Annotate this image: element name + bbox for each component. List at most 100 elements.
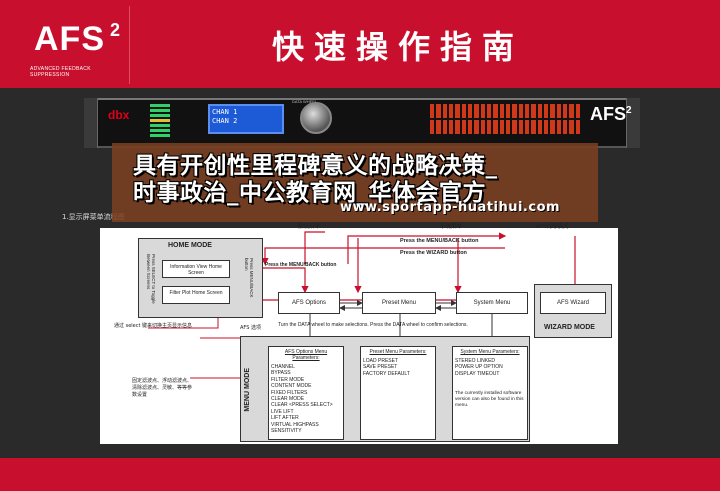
preset-param-item: FACTORY DEFAULT xyxy=(363,370,410,377)
afs-options-cn: AFS 选项 xyxy=(240,325,261,331)
note-select-cn: 通过 select 键来切换主页显示信息 xyxy=(114,323,193,329)
note-filter-cn: 固定滤波点、浮动滤波点、清除滤波点、灵敏、等等参数设置 xyxy=(132,378,193,398)
filter-led xyxy=(474,120,479,134)
watermark-url: www.sportapp-huatihui.com xyxy=(340,200,561,215)
lcd-line-2: CHAN 2 xyxy=(212,117,238,125)
afs-param-item: FIXED FILTERS xyxy=(271,389,308,396)
press-menu-back-vertical: Press MENU/BACK button xyxy=(244,258,254,298)
system-params-title: System Menu Parameters: xyxy=(460,349,520,355)
filter-led xyxy=(575,120,580,134)
turn-data-note: Turn the DATA wheel to make selections. … xyxy=(278,322,468,328)
system-param-item: POWER UP OPTION xyxy=(455,364,503,371)
filter-led xyxy=(461,120,466,134)
afs-param-item: LIFT AFTER xyxy=(271,415,299,422)
filter-led xyxy=(556,104,561,118)
data-wheel-knob[interactable] xyxy=(300,102,332,134)
system-note: The currently installed software version… xyxy=(455,391,524,409)
filter-led xyxy=(499,104,504,118)
filter-led xyxy=(569,120,574,134)
filter-led xyxy=(493,120,498,134)
filter-led xyxy=(430,104,435,118)
filter-led xyxy=(480,104,485,118)
arrow-menu-back-top xyxy=(347,232,507,264)
afs-param-item: VIRTUAL HIGHPASS xyxy=(271,421,319,428)
home-mode-box xyxy=(138,238,263,318)
preset-params-title: Preset Menu Parameters: xyxy=(369,349,427,355)
filter-led xyxy=(487,120,492,134)
afs-param-item: CONTENT MODE xyxy=(271,383,312,390)
watermark-line-1: 具有开创性里程碑意义的战略决策_ xyxy=(133,153,498,179)
afs-params-title: AFS Options Menu Parameters: xyxy=(284,349,328,361)
preset-param-item: LOAD PRESET xyxy=(363,358,399,364)
filter-led xyxy=(550,120,555,134)
filter-led xyxy=(537,120,542,134)
device-model-sup: 2 xyxy=(626,105,632,116)
menu-flow-diagram: 预设菜单 系统菜单 AFS向导模式 Press the MENU/BACK bu… xyxy=(100,224,618,444)
system-menu-button[interactable]: System Menu xyxy=(456,292,528,314)
afs-param-item: FILTER MODE xyxy=(271,376,305,383)
filter-led xyxy=(518,120,523,134)
afs-param-item: CHANNEL xyxy=(271,364,295,370)
filter-led xyxy=(442,104,447,118)
filter-led xyxy=(493,104,498,118)
filter-led xyxy=(480,120,485,134)
afs2-logo: AFS 2 ADVANCED FEEDBACK SUPPRESSION xyxy=(22,6,130,84)
filter-led xyxy=(474,104,479,118)
filter-led xyxy=(544,120,549,134)
filter-led xyxy=(455,120,460,134)
filter-led xyxy=(436,104,441,118)
filter-led xyxy=(550,104,555,118)
lcd-line-1: CHAN 1 xyxy=(212,108,238,116)
device-brand: dbx xyxy=(108,108,130,122)
afs-wizard-button[interactable]: AFS Wizard xyxy=(540,292,606,314)
filter-plot-box[interactable]: Filter Plot Home Screen xyxy=(162,286,230,304)
watermark-overlay xyxy=(112,143,598,222)
label-press-menu-back-inner: Press the MENU/BACK button xyxy=(265,262,337,268)
info-view-box[interactable]: Information View Home Screen xyxy=(162,260,230,278)
afs-param-item: CLEAR <PRESS SELECT> xyxy=(271,402,333,409)
logo-text: AFS xyxy=(34,20,105,58)
filter-led xyxy=(525,104,530,118)
filter-led xyxy=(531,104,536,118)
filter-led xyxy=(518,104,523,118)
filter-led xyxy=(499,120,504,134)
afs-param-item: LIVE LIFT xyxy=(271,408,294,415)
rack-ear-right xyxy=(626,98,640,148)
filter-led xyxy=(461,104,466,118)
section-label: 1.显示屏菜单流程图 xyxy=(62,213,125,221)
wizard-mode-title: WIZARD MODE xyxy=(544,324,595,331)
filter-led xyxy=(575,104,580,118)
filter-led xyxy=(563,104,568,118)
preset-menu-button[interactable]: Preset Menu xyxy=(362,292,436,314)
filter-led xyxy=(531,120,536,134)
lcd-text: CHAN 1 CHAN 2 xyxy=(212,108,237,126)
filter-led xyxy=(506,104,511,118)
filter-led xyxy=(487,104,492,118)
filter-led xyxy=(563,120,568,134)
arrow-home-to-afs xyxy=(260,267,309,294)
arrow-top-left xyxy=(304,231,325,264)
logo-superscript: 2 xyxy=(110,20,121,40)
label-press-menu-back: Press the MENU/BACK button xyxy=(400,238,479,244)
label-preset-cn: 预设菜单 xyxy=(298,224,321,230)
filter-led xyxy=(544,104,549,118)
system-param-item: STEREO LINKED xyxy=(455,358,496,364)
watermark-line-2: 时事政治_中公教育网_华体会官方 xyxy=(133,180,486,206)
filter-led xyxy=(455,104,460,118)
afs-param-item: CLEAR MODE xyxy=(271,396,305,403)
afs-options-button[interactable]: AFS Options xyxy=(278,292,340,314)
footer-bar xyxy=(0,458,720,491)
filter-led xyxy=(569,104,574,118)
page-title: 快速操作指南 xyxy=(272,28,525,66)
afs-param-item: SENSITIVITY xyxy=(271,428,302,435)
label-wizard-cn: AFS向导模式 xyxy=(536,224,569,230)
input-meters xyxy=(150,104,170,140)
filter-led xyxy=(442,120,447,134)
filter-led xyxy=(537,104,542,118)
menu-mode-title: MENU MODE xyxy=(244,368,251,412)
filter-led xyxy=(556,120,561,134)
